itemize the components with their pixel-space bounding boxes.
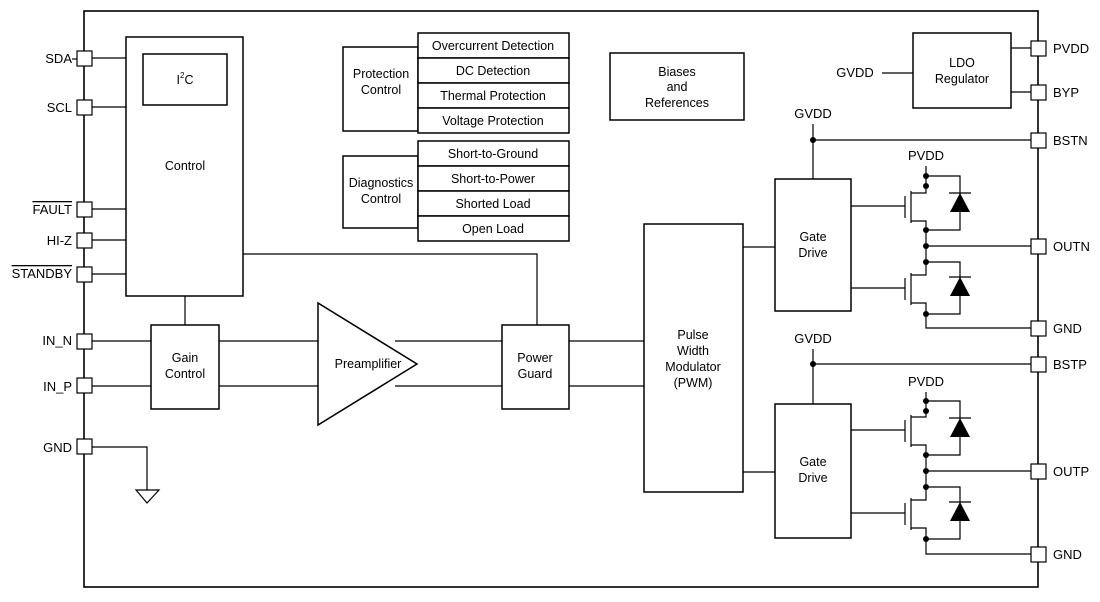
pin-pvdd-label: PVDD bbox=[1053, 41, 1089, 56]
preamplifier-label: Preamplifier bbox=[335, 357, 402, 371]
gate-drive-bottom-label: Gate bbox=[799, 455, 826, 469]
pwm-label-4: (PWM) bbox=[674, 376, 713, 390]
ldo-label-2: Regulator bbox=[935, 72, 989, 86]
pin-gnd-left: GND bbox=[43, 438, 161, 504]
pin-hiz: HI-Z bbox=[47, 232, 126, 249]
biases-label-3: References bbox=[645, 96, 709, 110]
pin-in-n: IN_N bbox=[42, 333, 151, 350]
i2c-label: I2C bbox=[177, 71, 194, 87]
control-label: Control bbox=[165, 159, 205, 173]
pin-outn-label: OUTN bbox=[1053, 239, 1090, 254]
protection-control-label: Protection bbox=[353, 67, 409, 81]
pwm-block bbox=[643, 223, 744, 493]
pin-pvdd: PVDD bbox=[1030, 40, 1089, 57]
pin-standby: STANDBY bbox=[12, 266, 126, 283]
gate-drive-top-label-2: Drive bbox=[798, 246, 827, 260]
pin-gnd-n: GND bbox=[1030, 320, 1082, 337]
gain-control-label: Gain bbox=[172, 351, 198, 365]
pin-outp: OUTP bbox=[1030, 463, 1089, 480]
voltage-protection-item: Voltage Protection bbox=[442, 114, 544, 128]
pin-gnd-left-label: GND bbox=[43, 440, 72, 455]
pin-in-p-label: IN_P bbox=[43, 379, 72, 394]
power-guard-label-2: Guard bbox=[518, 367, 553, 381]
pin-byp: BYP bbox=[1030, 84, 1079, 101]
protection-control-group: Protection Control Overcurrent Detection… bbox=[342, 32, 570, 134]
pin-gnd-n-label: GND bbox=[1053, 321, 1082, 336]
pwm-label-2: Width bbox=[677, 344, 709, 358]
pin-fault-label: FAULT bbox=[33, 202, 73, 217]
pvdd-top-label: PVDD bbox=[908, 148, 944, 163]
short-to-ground-item: Short-to-Ground bbox=[448, 147, 538, 161]
power-guard-block bbox=[501, 324, 570, 410]
gain-control-label-2: Control bbox=[165, 367, 205, 381]
shorted-load-item: Shorted Load bbox=[455, 197, 530, 211]
power-guard-label: Power bbox=[517, 351, 552, 365]
pin-standby-label: STANDBY bbox=[12, 266, 73, 281]
short-to-power-item: Short-to-Power bbox=[451, 172, 535, 186]
pin-sda: SDA bbox=[45, 50, 126, 67]
pin-sda-label: SDA bbox=[45, 51, 72, 66]
pin-in-n-label: IN_N bbox=[42, 333, 72, 348]
pin-fault: FAULT bbox=[33, 201, 126, 218]
open-load-item: Open Load bbox=[462, 222, 524, 236]
ground-symbol bbox=[134, 489, 161, 504]
pin-bstp-label: BSTP bbox=[1053, 357, 1087, 372]
chip-outline bbox=[83, 10, 1039, 588]
gvdd-top-label: GVDD bbox=[794, 106, 832, 121]
pin-byp-label: BYP bbox=[1053, 85, 1079, 100]
gvdd-ldo-label: GVDD bbox=[836, 65, 874, 80]
pin-bstn: BSTN bbox=[1030, 132, 1088, 149]
pin-scl-label: SCL bbox=[47, 100, 72, 115]
gate-drive-top-block bbox=[774, 178, 852, 312]
overcurrent-detection-item: Overcurrent Detection bbox=[432, 39, 554, 53]
biases-label-2: and bbox=[667, 80, 688, 94]
ldo-regulator-block bbox=[912, 32, 1012, 109]
pin-gnd-p: GND bbox=[1030, 546, 1082, 563]
pwm-label-1: Pulse bbox=[677, 328, 708, 342]
gate-drive-bottom-label-2: Drive bbox=[798, 471, 827, 485]
preamplifier-triangle bbox=[317, 301, 419, 427]
pin-scl: SCL bbox=[47, 99, 126, 116]
output-stage-p: GVDD Gate Drive PVDD bbox=[774, 331, 1031, 555]
ldo-label-1: LDO bbox=[949, 56, 975, 70]
pwm-label-3: Modulator bbox=[665, 360, 721, 374]
gate-drive-top-label: Gate bbox=[799, 230, 826, 244]
diagnostics-control-group: Diagnostics Control Short-to-Ground Shor… bbox=[342, 140, 570, 242]
diagnostics-control-label-2: Control bbox=[361, 192, 401, 206]
thermal-protection-item: Thermal Protection bbox=[440, 89, 546, 103]
biases-block bbox=[609, 52, 745, 121]
pin-outn: OUTN bbox=[1030, 238, 1090, 255]
pvdd-bottom-label: PVDD bbox=[908, 374, 944, 389]
gain-control-block bbox=[150, 324, 220, 410]
i2c-block bbox=[142, 53, 228, 106]
pin-outp-label: OUTP bbox=[1053, 464, 1089, 479]
output-stage-n: GVDD Gate Drive PVDD bbox=[774, 106, 1031, 329]
pin-bstn-label: BSTN bbox=[1053, 133, 1088, 148]
dc-detection-item: DC Detection bbox=[456, 64, 530, 78]
pin-hiz-label: HI-Z bbox=[47, 233, 72, 248]
gvdd-bottom-label: GVDD bbox=[794, 331, 832, 346]
pin-in-p: IN_P bbox=[43, 377, 151, 394]
pin-gnd-p-label: GND bbox=[1053, 547, 1082, 562]
diagnostics-control-label: Diagnostics bbox=[349, 176, 414, 190]
pin-bstp: BSTP bbox=[1030, 356, 1087, 373]
biases-label-1: Biases bbox=[658, 65, 696, 79]
gate-drive-bottom-block bbox=[774, 403, 852, 539]
protection-control-label-2: Control bbox=[361, 83, 401, 97]
